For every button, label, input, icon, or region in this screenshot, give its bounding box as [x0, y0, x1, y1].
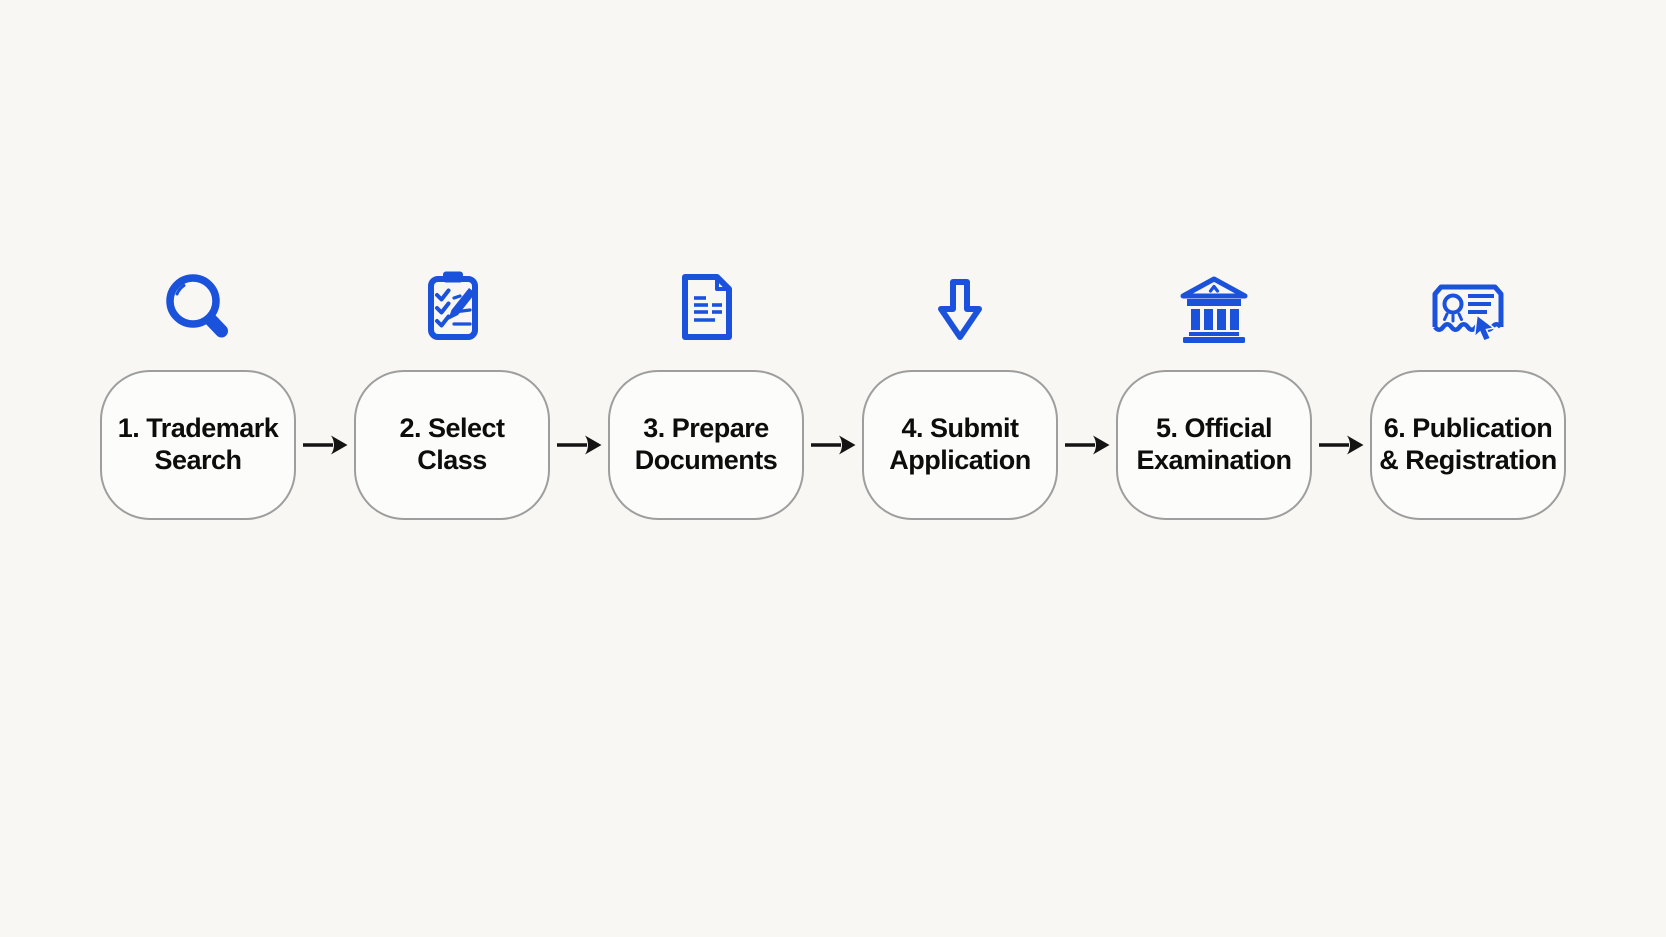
step-label-line1: 6. Publication	[1383, 413, 1553, 444]
search-icon	[163, 258, 233, 343]
flow-connector	[804, 433, 862, 457]
flow-step: 3. Prepare Documents	[608, 258, 804, 520]
step-box: 3. Prepare Documents	[608, 370, 804, 520]
clipboard-checklist-icon	[421, 258, 483, 343]
document-icon	[677, 258, 735, 343]
step-label-line1: 3. Prepare	[643, 413, 769, 444]
step-label-line2: Examination	[1136, 445, 1292, 475]
step-label-line1: 5. Official	[1155, 413, 1273, 444]
step-label-line1: 4. Submit	[901, 413, 1019, 444]
trademark-registration-flow: 1. Trademark Search 2. Select Class	[100, 258, 1566, 520]
step-label-line2: Search	[154, 445, 242, 475]
step-label-line1: 1. Trademark	[117, 413, 279, 444]
step-label-line2: Documents	[634, 445, 778, 475]
step-label-line2: & Registration	[1379, 445, 1557, 475]
step-label-line2: Application	[889, 445, 1031, 475]
flow-step: 5. Official Examination	[1116, 258, 1312, 520]
step-label-line1: 2. Select	[399, 413, 505, 444]
step-box: 5. Official Examination	[1116, 370, 1312, 520]
arrow-right-icon	[811, 435, 856, 455]
flow-connector	[550, 433, 608, 457]
arrow-right-icon	[557, 435, 602, 455]
arrow-right-icon	[1065, 435, 1110, 455]
step-box: 4. Submit Application	[862, 370, 1058, 520]
step-box: 6. Publication & Registration	[1370, 370, 1566, 520]
flow-step: 2. Select Class	[354, 258, 550, 520]
flow-connector	[296, 433, 354, 457]
flow-step: 6. Publication & Registration	[1370, 258, 1566, 520]
step-label-line2: Class	[417, 445, 487, 475]
bank-icon	[1179, 258, 1249, 343]
flow-step: 4. Submit Application	[862, 258, 1058, 520]
down-arrow-icon	[932, 258, 988, 343]
step-box: 2. Select Class	[354, 370, 550, 520]
certificate-icon	[1429, 258, 1507, 343]
flow-connector	[1312, 433, 1370, 457]
arrow-right-icon	[1319, 435, 1364, 455]
flow-step: 1. Trademark Search	[100, 258, 296, 520]
flow-connector	[1058, 433, 1116, 457]
arrow-right-icon	[303, 435, 348, 455]
step-box: 1. Trademark Search	[100, 370, 296, 520]
